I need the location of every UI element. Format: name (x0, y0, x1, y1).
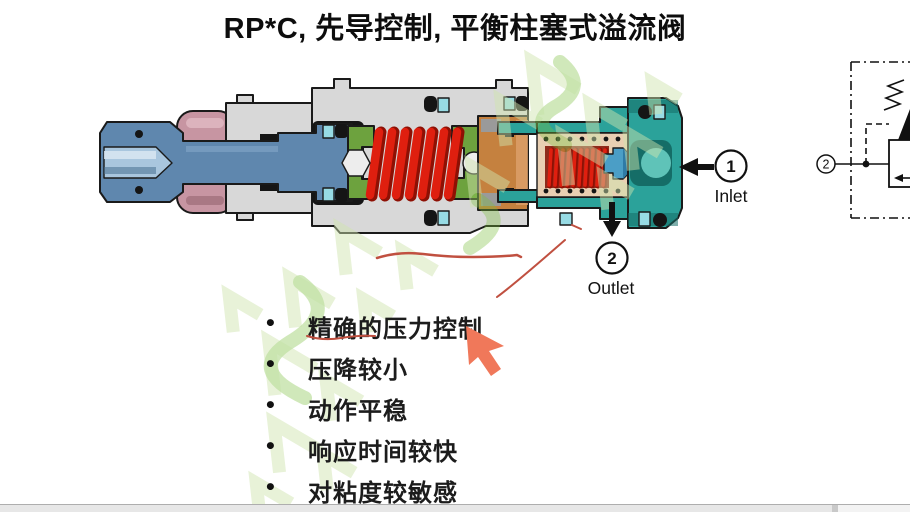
schematic-port2-number: 2 (823, 158, 830, 172)
inlet-arrow (679, 158, 698, 176)
annotation-scribbles (375, 224, 582, 298)
inlet-number: 1 (726, 157, 735, 176)
inlet-number-badge (714, 149, 748, 183)
bottom-bar-right-segment (838, 505, 910, 512)
watermark (221, 49, 683, 512)
pilot-spring (547, 147, 609, 189)
hydraulic-symbol: 2 (816, 61, 910, 219)
hex-nut (341, 149, 371, 177)
adjusting-screw (99, 121, 353, 203)
inlet-annotation: 1 Inlet (679, 149, 748, 206)
outlet-number-badge (595, 241, 629, 275)
valve-assembly (99, 78, 683, 234)
outlet-number: 2 (607, 249, 616, 268)
outlet-annotation: 2 Outlet (588, 202, 635, 298)
outlet-label: Outlet (588, 278, 635, 298)
cartridge-body (497, 96, 638, 226)
inlet-label: Inlet (714, 186, 747, 206)
bottom-bar (0, 504, 910, 512)
outlet-arrow (603, 221, 621, 237)
schematic-spring-arrow (898, 109, 910, 140)
end-cap (627, 97, 683, 229)
page-title: RP*C, 先导控制, 平衡柱塞式溢流阀 (223, 13, 687, 45)
bottom-bar-divider (832, 505, 838, 512)
body-orings (424, 96, 450, 226)
main-spring (365, 126, 465, 202)
